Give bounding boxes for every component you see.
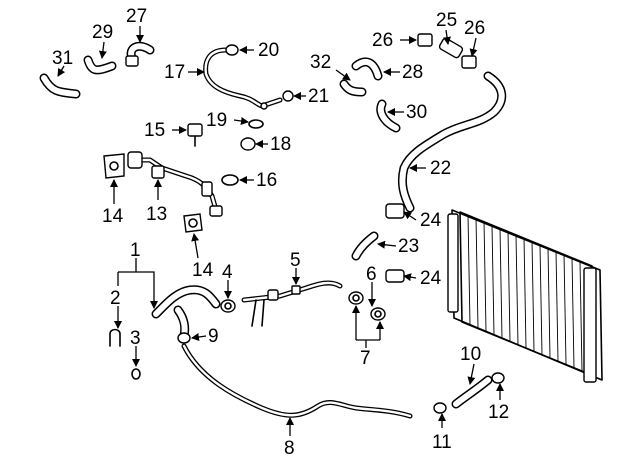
oring-part-19 <box>248 119 264 129</box>
callout-26b: 26 <box>464 18 485 39</box>
hose-part-10 <box>451 375 493 409</box>
clamp-part-9 <box>177 332 191 344</box>
callout-labels: 31 29 27 17 20 21 32 28 30 26 25 26 22 2… <box>52 6 509 459</box>
cap-part-18 <box>240 137 256 151</box>
gasket-part-14b <box>183 213 203 233</box>
clamp-part-2 <box>109 328 121 347</box>
callout-16: 16 <box>256 170 277 191</box>
clamp-part-24b <box>385 269 405 283</box>
radiator <box>447 209 603 383</box>
sensor-part-15 <box>187 123 203 147</box>
callout-24b: 24 <box>420 268 442 289</box>
callout-27: 27 <box>126 6 147 27</box>
clamp-part-12 <box>491 372 505 384</box>
hose-part-29 <box>83 55 117 75</box>
callout-13: 13 <box>146 204 167 225</box>
callout-18: 18 <box>270 134 291 155</box>
callout-23: 23 <box>398 236 419 257</box>
callout-1: 1 <box>130 240 141 261</box>
pipe-part-5 <box>241 280 343 327</box>
callout-4: 4 <box>222 262 233 283</box>
pipe-part-17 <box>203 44 294 110</box>
callout-8: 8 <box>284 438 295 459</box>
hose-part-30 <box>376 99 401 133</box>
gasket-part-14a <box>103 153 125 179</box>
callout-31: 31 <box>52 48 73 69</box>
callout-20: 20 <box>258 40 279 61</box>
callout-11: 11 <box>432 432 452 453</box>
hose-part-23 <box>351 231 379 261</box>
callout-28: 28 <box>402 62 423 83</box>
callout-25: 25 <box>436 10 457 31</box>
callout-24a: 24 <box>420 210 442 231</box>
hose-part-32 <box>339 79 367 97</box>
callout-5: 5 <box>290 250 301 271</box>
callout-7: 7 <box>360 348 371 369</box>
callout-12: 12 <box>488 402 509 423</box>
clamp-part-26a <box>417 33 433 47</box>
callout-21: 21 <box>308 86 329 107</box>
callout-15: 15 <box>144 120 165 141</box>
callout-2: 2 <box>110 288 121 309</box>
callout-30: 30 <box>406 102 427 123</box>
oring-part-3 <box>131 368 141 380</box>
hose-part-1 <box>151 285 221 341</box>
hose-part-27 <box>125 41 155 67</box>
callout-3: 3 <box>130 328 141 349</box>
callout-6: 6 <box>366 264 377 285</box>
leader-lines <box>57 26 504 436</box>
callout-14a: 14 <box>102 206 124 227</box>
callout-10: 10 <box>460 344 481 365</box>
pipe-part-22 <box>397 71 507 213</box>
clamp-part-24a <box>385 203 405 219</box>
callout-32: 32 <box>310 52 331 73</box>
pipe-part-13 <box>127 151 223 217</box>
clamp-part-26b <box>461 55 477 69</box>
hose-part-28 <box>351 57 383 81</box>
callout-29: 29 <box>92 22 113 43</box>
callout-17: 17 <box>164 62 185 83</box>
pipe-part-8 <box>181 343 413 419</box>
oring-part-16 <box>221 174 239 186</box>
callout-14b: 14 <box>192 260 214 281</box>
connector-part-25 <box>438 37 464 59</box>
clamp-part-11 <box>433 402 447 414</box>
callout-22: 22 <box>430 158 451 179</box>
callout-9: 9 <box>208 326 219 347</box>
clamp-part-4 <box>220 299 236 313</box>
callout-19: 19 <box>206 110 227 131</box>
callout-26a: 26 <box>372 30 393 51</box>
clamp-part-6 <box>348 291 386 321</box>
hose-part-31 <box>39 73 81 99</box>
